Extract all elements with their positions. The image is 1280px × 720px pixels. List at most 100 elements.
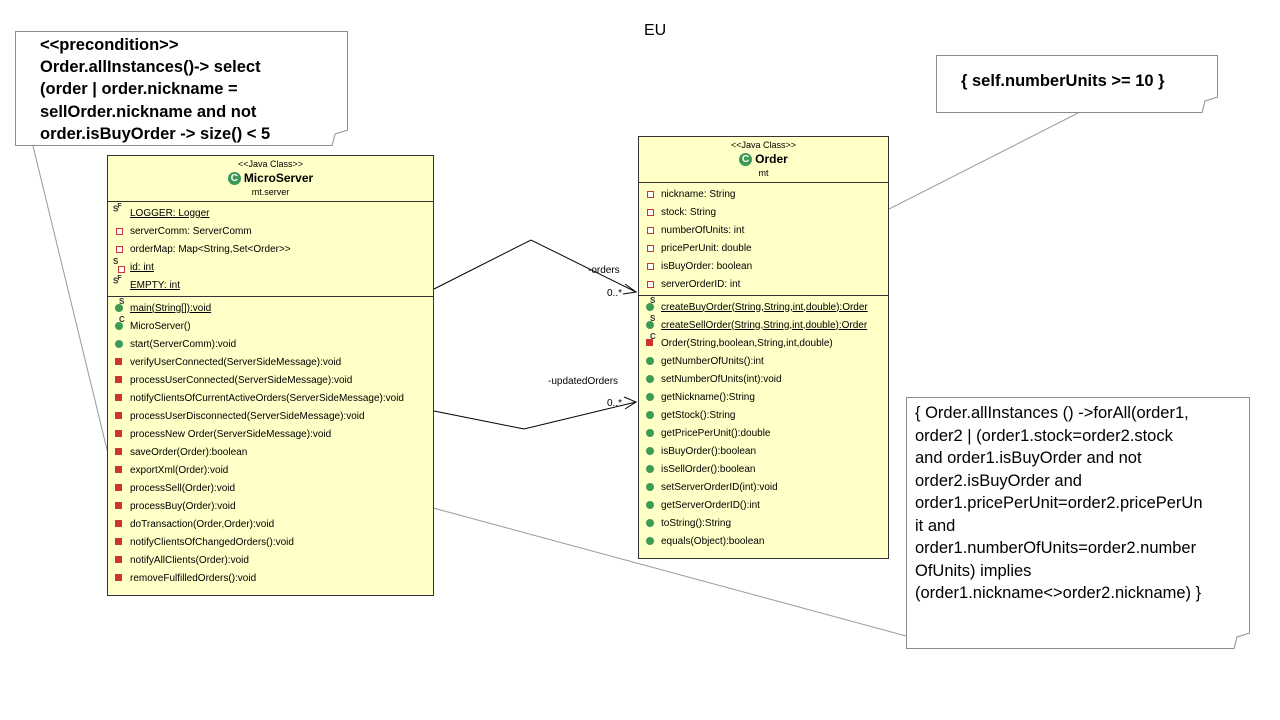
- private-constructor-icon: C: [644, 332, 658, 350]
- public-method-icon: [113, 337, 127, 351]
- public-method-icon: [644, 390, 658, 404]
- method-row[interactable]: getPricePerUnit():double: [639, 424, 888, 442]
- method-signature: MicroServer(): [130, 320, 191, 332]
- method-row[interactable]: isBuyOrder():boolean: [639, 442, 888, 460]
- attribute-row[interactable]: stock: String: [639, 203, 888, 221]
- static-public-method-icon: S: [644, 314, 658, 332]
- attribute-row[interactable]: numberOfUnits: int: [639, 221, 888, 239]
- attribute-signature: serverOrderID: int: [661, 278, 741, 290]
- method-row[interactable]: processBuy(Order):void: [108, 497, 433, 515]
- method-row[interactable]: equals(Object):boolean: [639, 532, 888, 550]
- method-row[interactable]: saveOrder(Order):boolean: [108, 443, 433, 461]
- note-line: order.isBuyOrder -> size() < 5: [40, 124, 271, 143]
- method-signature: setNumberOfUnits(int):void: [661, 373, 782, 385]
- method-signature: getNickname():String: [661, 391, 755, 403]
- association-updated-orders-multiplicity: 0..*: [607, 398, 623, 409]
- public-method-icon: [644, 426, 658, 440]
- attribute-signature: numberOfUnits: int: [661, 224, 745, 236]
- association-updated-orders-role: -updatedOrders: [548, 376, 619, 387]
- note-line: order2.isBuyOrder and: [915, 471, 1082, 490]
- attribute-row[interactable]: serverOrderID: int: [639, 275, 888, 293]
- public-method-icon: [644, 354, 658, 368]
- note-line: and order1.isBuyOrder and not: [915, 449, 1142, 467]
- private-field-icon: [113, 242, 127, 256]
- public-method-icon: [644, 372, 658, 386]
- forall-constraint-note[interactable]: { Order.allInstances () ->forAll(order1,…: [906, 397, 1250, 649]
- method-row[interactable]: processNew Order(ServerSideMessage):void: [108, 425, 433, 443]
- note-line: order1.numberOfUnits=order2.number: [915, 539, 1197, 557]
- method-signature: saveOrder(Order):boolean: [130, 446, 248, 458]
- attribute-row[interactable]: serverComm: ServerComm: [108, 222, 433, 240]
- method-row[interactable]: getStock():String: [639, 406, 888, 424]
- class-name: Order: [755, 152, 788, 166]
- public-method-icon: [644, 462, 658, 476]
- method-row[interactable]: start(ServerComm):void: [108, 335, 433, 353]
- method-row[interactable]: toString():String: [639, 514, 888, 532]
- method-row[interactable]: getNumberOfUnits():int: [639, 352, 888, 370]
- private-method-icon: [113, 553, 127, 567]
- attribute-signature: EMPTY: int: [130, 279, 181, 291]
- class-c-icon: C: [739, 152, 753, 166]
- method-signature: getPricePerUnit():double: [661, 427, 771, 439]
- attribute-signature: serverComm: ServerComm: [130, 225, 252, 237]
- method-row[interactable]: notifyAllClients(Order):void: [108, 551, 433, 569]
- method-row[interactable]: processUserDisconnected(ServerSideMessag…: [108, 407, 433, 425]
- class-c-icon: C: [227, 171, 241, 185]
- attribute-row[interactable]: isBuyOrder: boolean: [639, 257, 888, 275]
- attribute-signature: nickname: String: [661, 188, 736, 200]
- method-signature: doTransaction(Order,Order):void: [130, 518, 275, 530]
- attribute-row[interactable]: pricePerUnit: double: [639, 239, 888, 257]
- note-line: sellOrder.nickname and not: [40, 102, 257, 121]
- note-fold-icon: [332, 130, 348, 146]
- method-row[interactable]: setServerOrderID(int):void: [639, 478, 888, 496]
- method-row[interactable]: isSellOrder():boolean: [639, 460, 888, 478]
- method-signature: createBuyOrder(String,String,int,double)…: [661, 301, 868, 313]
- class-header: <<Java Class>> C Order mt: [639, 137, 888, 183]
- class-box-order[interactable]: <<Java Class>> C Order mt nickname: Stri…: [638, 136, 889, 559]
- note-line: order1.pricePerUnit=order2.pricePerUn: [915, 494, 1203, 512]
- method-row[interactable]: setNumberOfUnits(int):void: [639, 370, 888, 388]
- private-method-icon: [113, 517, 127, 531]
- method-signature: verifyUserConnected(ServerSideMessage):v…: [130, 356, 342, 368]
- method-row[interactable]: exportXml(Order):void: [108, 461, 433, 479]
- class-package: mt: [758, 168, 769, 178]
- class-box-microserver[interactable]: <<Java Class>> C MicroServer mt.server S…: [107, 155, 434, 596]
- method-row[interactable]: doTransaction(Order,Order):void: [108, 515, 433, 533]
- method-row[interactable]: verifyUserConnected(ServerSideMessage):v…: [108, 353, 433, 371]
- method-row[interactable]: notifyClientsOfCurrentActiveOrders(Serve…: [108, 389, 433, 407]
- attribute-signature: isBuyOrder: boolean: [661, 260, 753, 272]
- method-row[interactable]: processSell(Order):void: [108, 479, 433, 497]
- private-method-icon: [113, 445, 127, 459]
- method-row[interactable]: processUserConnected(ServerSideMessage):…: [108, 371, 433, 389]
- constructor-icon: C: [113, 315, 127, 333]
- precondition-note[interactable]: <<precondition>> Order.allInstances()-> …: [15, 31, 348, 146]
- attributes-section: nickname: String stock: String numberOfUni…: [639, 183, 888, 296]
- association-orders-multiplicity: 0..*: [607, 288, 623, 299]
- private-method-icon: [113, 499, 127, 513]
- public-method-icon: [644, 408, 658, 422]
- method-row[interactable]: getNickname():String: [639, 388, 888, 406]
- method-row[interactable]: notifyClientsOfChangedOrders():void: [108, 533, 433, 551]
- association-orders-role: -orders: [588, 265, 620, 276]
- method-row[interactable]: getServerOrderID():int: [639, 496, 888, 514]
- attribute-signature: LOGGER: Logger: [130, 207, 210, 219]
- invariant-note[interactable]: { self.numberUnits >= 10 }: [936, 55, 1218, 113]
- note-fold-icon: [1234, 633, 1250, 649]
- private-method-icon: [113, 409, 127, 423]
- method-signature: start(ServerComm):void: [130, 338, 237, 350]
- method-row[interactable]: removeFulfilledOrders():void: [108, 569, 433, 587]
- method-signature: Order(String,boolean,String,int,double): [661, 337, 833, 349]
- attribute-row[interactable]: nickname: String: [639, 185, 888, 203]
- attribute-row[interactable]: orderMap: Map<String,Set<Order>>: [108, 240, 433, 258]
- private-method-icon: [113, 481, 127, 495]
- static-public-method-icon: S: [644, 296, 658, 314]
- private-method-icon: [113, 391, 127, 405]
